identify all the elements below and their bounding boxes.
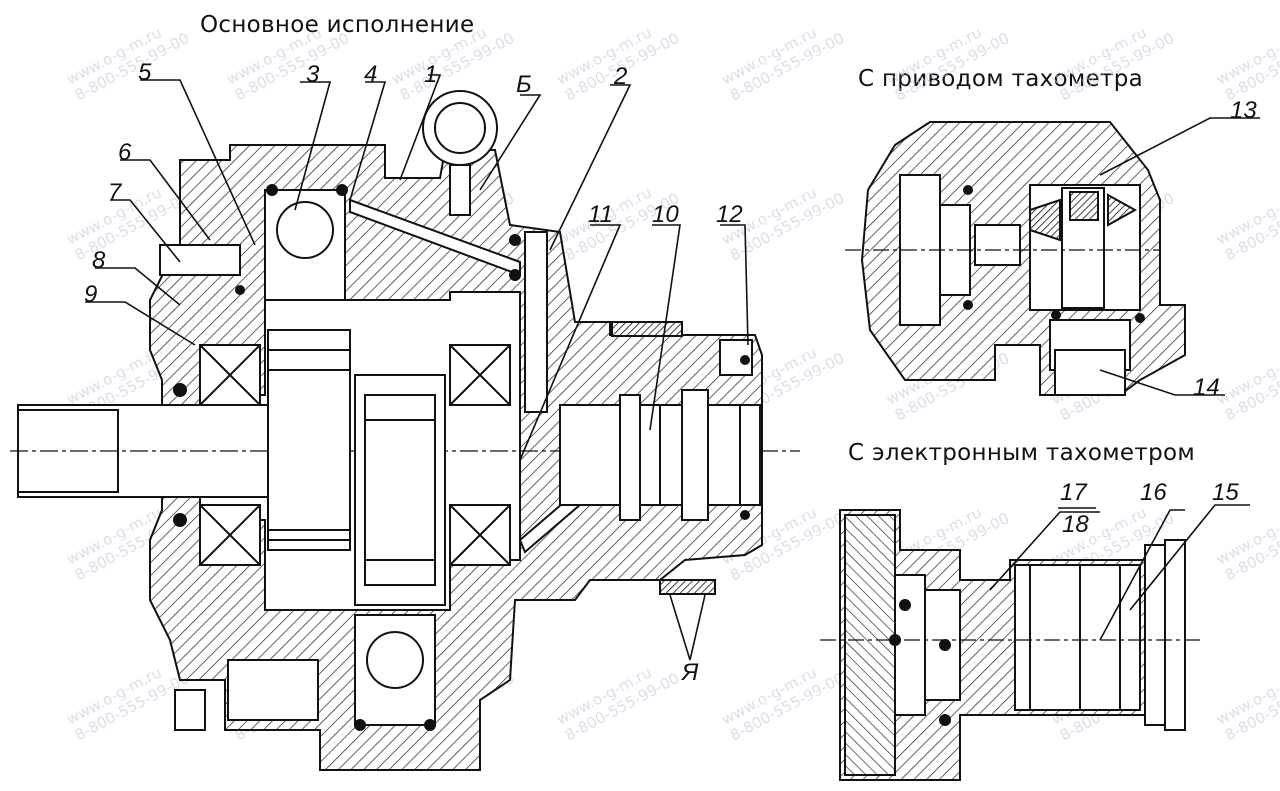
label-part-14: 14 [1193,374,1220,401]
label-part-15: 15 [1212,479,1239,506]
label-part-1: 1 [424,61,437,88]
title-tachometer-drive: С приводом тахометра [858,66,1143,92]
label-part-4: 4 [364,61,377,88]
label-part-2: 2 [613,63,627,90]
tachometer-drive-section [845,117,1260,396]
label-part-7: 7 [108,179,123,206]
label-part-13: 13 [1230,97,1257,124]
label-part-9: 9 [84,281,97,308]
label-part-5: 5 [138,59,152,86]
label-part-17: 17 [1060,479,1088,506]
label-part-8: 8 [92,247,106,274]
main-part-labels: 1 2 3 4 5 6 7 8 9 10 11 12 Б Я [84,59,743,686]
label-part-6: 6 [118,139,132,166]
label-part-12: 12 [716,201,743,228]
electronic-tachometer-section [820,504,1250,781]
label-part-B: Б [516,71,532,98]
label-part-18: 18 [1062,511,1089,538]
title-main: Основное исполнение [200,12,475,38]
label-part-3: 3 [306,61,320,88]
label-part-Ya: Я [680,659,699,686]
label-part-11: 11 [588,201,613,228]
title-electronic-tachometer: С электронным тахометром [848,440,1195,466]
main-assembly-section [10,90,800,771]
main-leader-lines [85,74,749,661]
label-part-16: 16 [1140,479,1167,506]
label-part-10: 10 [652,201,679,228]
